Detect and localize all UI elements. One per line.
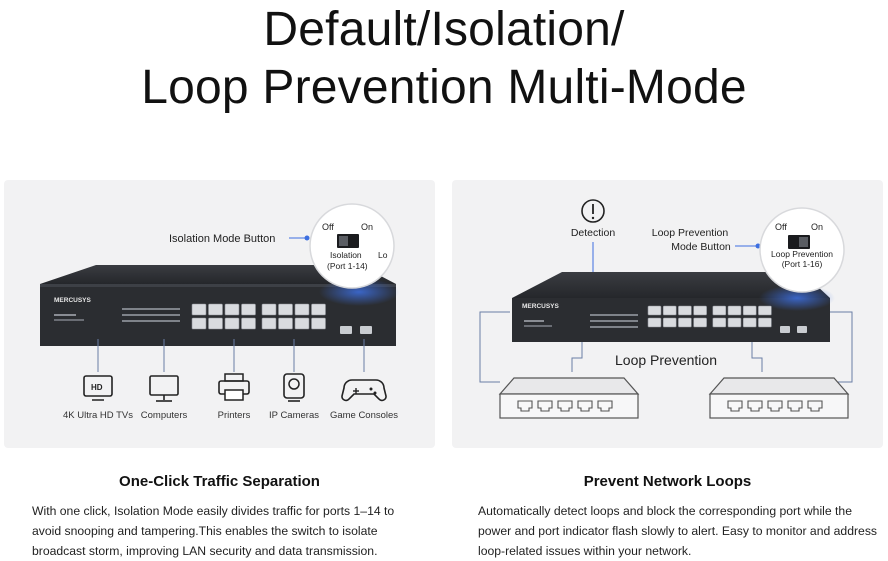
port	[208, 317, 223, 330]
port	[678, 305, 692, 316]
switch-on-label: On	[361, 222, 373, 232]
port	[693, 317, 707, 328]
port	[678, 317, 692, 328]
loop-button-label-1: Loop Prevention	[652, 227, 729, 239]
hub-port	[747, 400, 763, 412]
port	[191, 317, 207, 330]
isolation-button-label: Isolation Mode Button	[169, 233, 275, 245]
hub-right	[708, 377, 850, 419]
port	[662, 317, 677, 328]
port	[208, 303, 223, 316]
magnifier-callout	[759, 207, 845, 293]
hub-port	[517, 400, 533, 412]
left-section-title: One-Click Traffic Separation	[119, 473, 320, 490]
port	[311, 303, 326, 316]
port	[727, 317, 742, 328]
mode-label: Isolation	[330, 250, 362, 260]
alert-icon	[581, 199, 605, 223]
switch-off-label: Off	[775, 222, 787, 232]
isolation-mode-panel: Isolation Mode Button MERCUSYS Off On	[4, 180, 435, 448]
hub-port	[577, 400, 593, 412]
computer-icon	[149, 375, 179, 402]
port	[261, 303, 277, 316]
port	[727, 305, 742, 316]
loop-button-label-2: Mode Button	[671, 241, 731, 253]
port	[294, 303, 310, 316]
hub-port	[727, 400, 743, 412]
port	[758, 317, 772, 328]
tv-icon: HD	[83, 375, 113, 401]
port	[191, 303, 207, 316]
port	[261, 317, 277, 330]
port	[278, 317, 293, 330]
hub-left	[498, 377, 640, 419]
device-label-computers: Computers	[141, 410, 188, 421]
port	[662, 305, 677, 316]
hub-port	[557, 400, 573, 412]
port	[693, 305, 707, 316]
mode-label: Loop Prevention	[771, 249, 833, 259]
port	[742, 317, 757, 328]
loop-cables	[479, 311, 853, 383]
ethernet-ports	[647, 305, 772, 328]
detection-label: Detection	[571, 227, 616, 239]
port	[241, 303, 256, 316]
port	[647, 317, 662, 328]
port	[311, 317, 326, 330]
port	[647, 305, 662, 316]
switch-off-label: Off	[322, 222, 334, 232]
mode-label-clip: Lo	[378, 250, 388, 260]
mode-ports: (Port 1-16)	[782, 259, 823, 269]
hub-port	[787, 400, 803, 412]
headline-line-1: Default/Isolation/	[263, 3, 625, 56]
port	[294, 317, 310, 330]
port	[224, 303, 240, 316]
switch-on-label: On	[811, 222, 823, 232]
svg-text:HD: HD	[91, 383, 103, 392]
switch-top	[40, 265, 396, 284]
ethernet-ports	[191, 303, 326, 330]
mode-ports: (Port 1-14)	[327, 261, 368, 271]
switch-top	[512, 272, 830, 298]
port	[278, 303, 293, 316]
right-section-description: Automatically detect loops and block the…	[478, 504, 878, 558]
port	[224, 317, 240, 330]
hub-port	[597, 400, 613, 412]
port	[742, 305, 757, 316]
printer-icon	[218, 373, 250, 401]
hub-port	[807, 400, 823, 412]
gamepad-icon	[341, 379, 387, 402]
camera-icon	[283, 373, 305, 402]
brand-logo: MERCUSYS	[54, 297, 92, 304]
device-label-consoles: Game Consoles	[330, 410, 398, 421]
port	[712, 305, 727, 316]
device-label-tv: 4K Ultra HD TVs	[63, 410, 133, 421]
device-label-printers: Printers	[218, 410, 251, 421]
brand-logo: MERCUSYS	[522, 303, 560, 310]
left-section-description: With one click, Isolation Mode easily di…	[32, 504, 395, 558]
headline-line-2: Loop Prevention Multi-Mode	[141, 61, 747, 114]
port	[241, 317, 256, 330]
hub-port	[767, 400, 783, 412]
isolation-illustration: Isolation Mode Button MERCUSYS Off On	[40, 203, 399, 421]
right-section-title: Prevent Network Loops	[583, 473, 752, 490]
device-lines	[97, 339, 365, 372]
loop-prevention-label: Loop Prevention	[615, 352, 717, 368]
port	[758, 305, 772, 316]
port	[712, 317, 727, 328]
loop-illustration: Detection Loop Prevention Mode Button ME…	[479, 199, 853, 419]
hub-port	[537, 400, 553, 412]
loop-prevention-panel: Detection Loop Prevention Mode Button ME…	[452, 180, 883, 448]
device-label-cameras: IP Cameras	[269, 410, 319, 421]
